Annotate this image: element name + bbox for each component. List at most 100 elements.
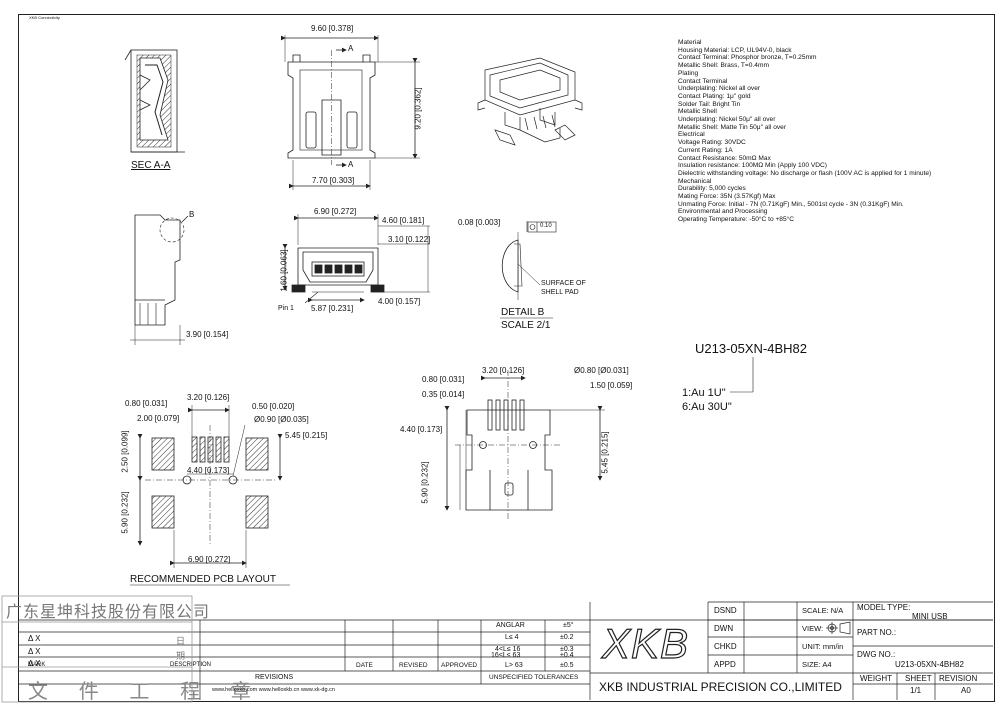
size-label: SIZE: A4 [802, 660, 832, 669]
pcb-050-dim: 0.50 [0.020] [252, 402, 295, 411]
spec-line: Contact Plating: 1μ" gold [678, 92, 751, 100]
spec-line: Metallic Shell: Brass, T=0.4mm [678, 62, 769, 70]
model-type-label: MODEL TYPE: [857, 603, 911, 612]
tol-footer: UNSPECIFIED TOLERANCES [489, 674, 579, 681]
pcb-080-dim: 0.80 [0.031] [125, 399, 168, 408]
surface-note-1: SURFACE OF [541, 280, 586, 287]
spec-line: Insulation resistance: 100MΩ Min (Apply … [678, 162, 827, 170]
revision-value: A0 [961, 686, 971, 695]
top-width-dim: 9.60 [0.378] [311, 24, 354, 33]
stamp-period: 期 [176, 651, 186, 661]
tol-range: 16<L≤ 63 [491, 652, 521, 659]
unit-label: UNIT: mm/in [802, 642, 844, 651]
tol-anglar-val: ±5° [563, 622, 574, 629]
spec-line: Solder Tail: Bright Tin [678, 100, 741, 108]
spec-line: Contact Terminal [678, 77, 728, 85]
pcb-layout-view [130, 405, 290, 586]
rev-mark: MARK [28, 662, 46, 668]
detail-b-label: DETAIL B [501, 307, 545, 318]
pcb-200-dim: 2.00 [0.079] [137, 414, 180, 423]
stamp-company: 广东星坤科技股份有限公司 [6, 602, 211, 621]
detail-b-scale: SCALE 2/1 [501, 320, 551, 331]
tol-range: 4<L≤ 16 [495, 646, 521, 653]
bot-d080-dim: Ø0.80 [Ø0.031] [574, 366, 629, 375]
spec-line: Underplating: Nickel 50μ" all over [678, 116, 776, 124]
plating-option-2: 6:Au 30U" [682, 401, 732, 413]
pin1-label: Pin 1 [278, 305, 294, 312]
spec-line: Operating Temperature: -50°C to +85°C [678, 216, 795, 224]
spec-line: Material [678, 39, 702, 46]
front-400-dim: 4.00 [0.157] [378, 297, 421, 306]
bot-150-dim: 1.50 [0.059] [590, 381, 633, 390]
tol-value: ±0.2 [560, 634, 574, 641]
surface-note-2: SHELL PAD [541, 289, 579, 296]
rev-date: DATE [356, 662, 373, 669]
bot-080-dim: 0.80 [0.031] [422, 375, 465, 384]
spec-line: Current Rating: 1A [678, 146, 733, 154]
marker-a-bottom: A [348, 160, 354, 169]
rev-revisions: REVISIONS [255, 674, 294, 681]
spec-line: Underplating: Nickel all over [678, 85, 761, 93]
marker-a-top: A [348, 44, 354, 53]
tol-value: ±0.4 [560, 652, 574, 659]
sheet-value: 1/1 [910, 686, 922, 695]
spec-line: Metallic Shell [678, 108, 717, 116]
dwn-label: DWN [714, 624, 734, 633]
pcb-layout-label: RECOMMENDED PCB LAYOUT [130, 574, 276, 585]
top-bottom-dim: 7.70 [0.303] [312, 176, 355, 185]
detail-b-view [500, 221, 557, 319]
tol-range: L≤ 4 [505, 634, 519, 641]
spec-line: Dielectric withstanding voltage: No disc… [678, 169, 932, 177]
rev-description: DESCRIPTION [170, 662, 212, 668]
plating-option-1: 1:Au 1U" [682, 387, 726, 399]
spec-line: Durability: 5,000 cycles [678, 185, 746, 193]
tol-anglar: ANGLAR [496, 622, 525, 629]
dsnd-label: DSND [714, 606, 737, 615]
appd-label: APPD [714, 660, 736, 669]
chkd-label: CHKD [714, 642, 737, 651]
bot-035-dim: 0.35 [0.014] [422, 390, 465, 399]
model-type-value: MINI USB [912, 612, 948, 621]
spec-line: Electrical [678, 131, 705, 139]
iso-view [477, 57, 583, 146]
spec-line: Housing Material: LCP, UL94V-0, black [678, 46, 792, 54]
tol-range: L> 63 [505, 662, 523, 669]
view-label: VIEW: [802, 624, 824, 633]
front-587-dim: 5.87 [0.231] [311, 304, 354, 313]
dwg-no-label: DWG NO.: [857, 650, 896, 659]
spec-line: Metallic Shell: Matte Tin 50μ" all over [678, 123, 787, 131]
top-view [281, 35, 420, 190]
part-number-leader [730, 357, 754, 393]
part-no-label: PART NO.: [857, 628, 897, 637]
bot-440-dim: 4.40 [0.173] [400, 425, 443, 434]
spec-line: Mechanical [678, 177, 712, 185]
spec-line: Unmating Force: Initial - 7N (0.71KgF) M… [678, 200, 904, 208]
rev-revised: REVISED [399, 662, 428, 669]
pcb-440-dim: 4.40 [0.173] [187, 466, 230, 475]
sec-aa-label: SEC A-A [131, 160, 171, 171]
rev-urls: www.helloxkb.com www.helloxkb.cn www.xk-… [212, 687, 335, 693]
spec-line: Plating [678, 69, 699, 77]
company-tag: XKB Connectivity [29, 15, 60, 20]
side-width-dim: 3.90 [0.154] [186, 330, 229, 339]
spec-line: Contact Resistance: 50mΩ Max [678, 154, 771, 162]
pcb-320-dim: 3.20 [0.126] [187, 393, 230, 402]
front-690-dim: 6.90 [0.272] [314, 207, 357, 216]
pcb-545-dim: 5.45 [0.215] [285, 431, 328, 440]
weight-label: WEIGHT [860, 674, 892, 683]
bot-320-dim: 3.20 [0.126] [482, 366, 525, 375]
spec-line: Mating Force: 35N (3.57Kgf) Max [678, 193, 776, 201]
sheet-label: SHEET [905, 674, 932, 683]
front-460-dim: 4.60 [0.181] [382, 216, 425, 225]
marker-b: B [189, 210, 195, 219]
spec-line: Contact Terminal: Phosphor bronze, T=0.2… [678, 54, 817, 62]
stamp-doc: 文 件 工 程 章 [28, 679, 257, 703]
stamp-date: 日 [176, 636, 186, 646]
rev-approved: APPROVED [441, 662, 478, 669]
tol-value: ±0.3 [560, 646, 574, 653]
dwg-no-value: U213-05XN-4BH82 [895, 660, 964, 669]
side-view [130, 214, 189, 345]
spec-list: Material Housing Material: LCP, UL94V-0,… [678, 39, 943, 224]
